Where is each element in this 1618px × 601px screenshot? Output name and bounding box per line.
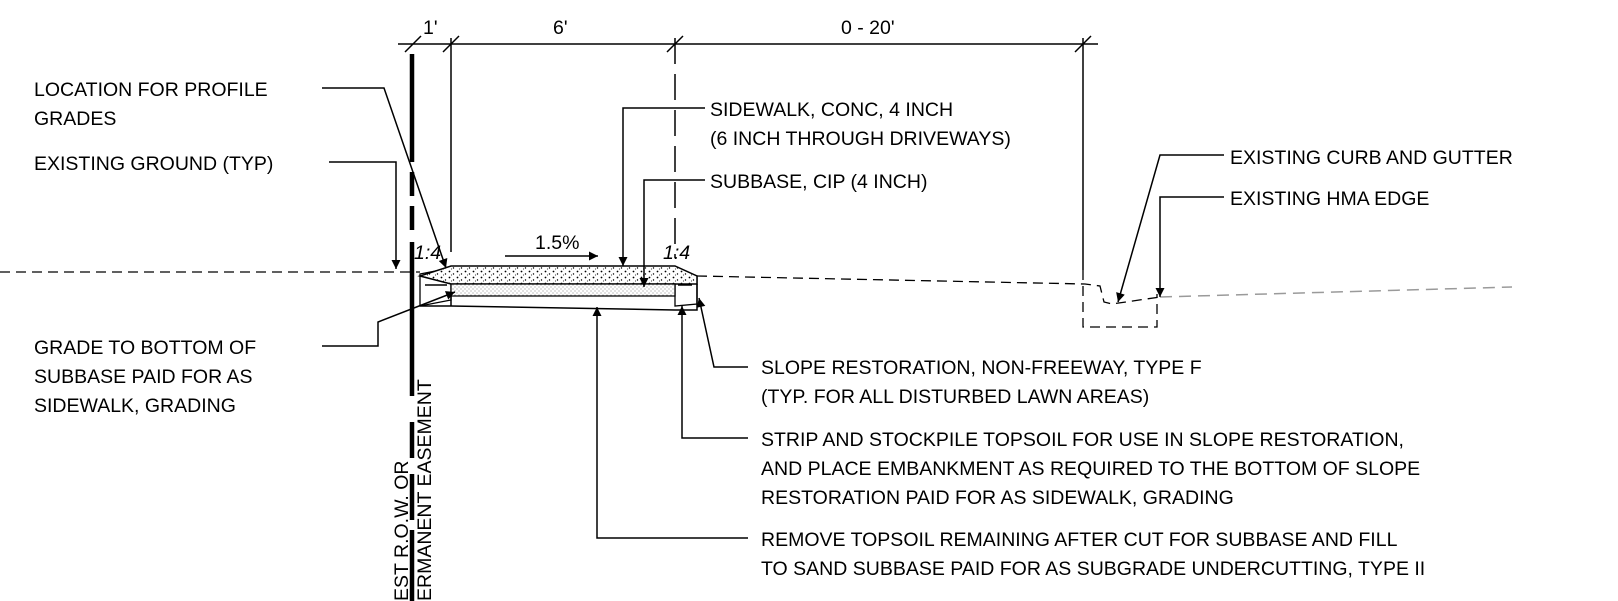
callout-grade-bottom: GRADE TO BOTTOM OF SUBBASE PAID FOR AS S… [34,337,256,417]
callout-text: SUBBASE PAID FOR AS [34,366,253,388]
callout-text: SIDEWALK, CONC, 4 INCH [710,99,953,121]
side-slope-right-label: 1:4 [663,242,690,264]
dimension-label-0-20ft: 0 - 20' [841,17,895,39]
subbase-layer [450,283,676,297]
callout-text: LOCATION FOR PROFILE [34,79,268,101]
callout-text: RESTORATION PAID FOR AS SIDEWALK, GRADIN… [761,487,1234,509]
existing-ground-right [696,275,1161,305]
concrete-sidewalk [417,265,698,285]
callout-text: SLOPE RESTORATION, NON-FREEWAY, TYPE F [761,357,1202,379]
callout-remove-topsoil: REMOVE TOPSOIL REMAINING AFTER CUT FOR S… [761,529,1425,580]
callout-text: (TYP. FOR ALL DISTURBED LAWN AREAS) [761,386,1149,408]
side-slope-left-label: 1:4 [414,242,441,264]
callout-slope-restoration: SLOPE RESTORATION, NON-FREEWAY, TYPE F (… [761,357,1202,408]
callout-text: EXISTING HMA EDGE [1230,188,1429,210]
dimension-label-6ft: 6' [553,17,568,39]
callout-profile-grades: LOCATION FOR PROFILE GRADES [34,79,268,130]
callout-strip-topsoil: STRIP AND STOCKPILE TOPSOIL FOR USE IN S… [761,429,1420,509]
callout-existing-ground: EXISTING GROUND (TYP) [34,153,273,175]
callout-subbase: SUBBASE, CIP (4 INCH) [710,171,927,193]
callout-text: AND PLACE EMBANKMENT AS REQUIRED TO THE … [761,458,1420,480]
callout-hma-edge: EXISTING HMA EDGE [1230,188,1429,210]
row-label-line1: EST R.O.W. OR [391,461,413,601]
existing-pavement-line [1159,286,1513,298]
callout-text: REMOVE TOPSOIL REMAINING AFTER CUT FOR S… [761,529,1398,551]
callout-text: TO SAND SUBBASE PAID FOR AS SUBGRADE UND… [761,558,1425,580]
callout-curb-gutter: EXISTING CURB AND GUTTER [1230,147,1513,169]
callout-text: GRADE TO BOTTOM OF [34,337,256,359]
dimension-line [398,35,1098,270]
callout-text: (6 INCH THROUGH DRIVEWAYS) [710,128,1011,150]
leaders [322,87,1224,539]
callout-text: GRADES [34,108,116,130]
callout-sidewalk: SIDEWALK, CONC, 4 INCH (6 INCH THROUGH D… [710,99,1011,150]
callout-text: EXISTING GROUND (TYP) [34,153,273,175]
callout-text: SUBBASE, CIP (4 INCH) [710,171,927,193]
callout-text: EXISTING CURB AND GUTTER [1230,147,1513,169]
sidewalk-section [417,265,698,311]
callout-text: SIDEWALK, GRADING [34,395,236,417]
row-label-line2: ERMANENT EASEMENT [414,379,436,601]
cross-slope-label: 1.5% [535,232,579,254]
callout-text: STRIP AND STOCKPILE TOPSOIL FOR USE IN S… [761,429,1404,451]
curb-removal-outline [1082,270,1158,328]
dimension-label-1ft: 1' [423,17,438,39]
